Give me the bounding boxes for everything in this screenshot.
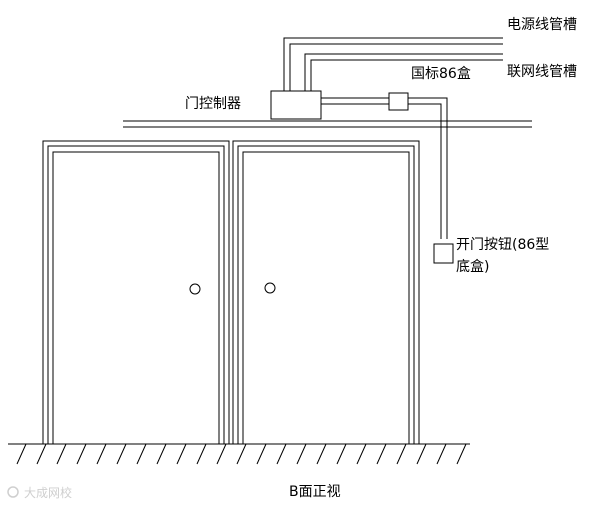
trunking-conduits: [283, 37, 503, 91]
power-trunking-label: 电源线管槽: [507, 17, 577, 33]
floor-hatch-stroke: [436, 443, 447, 465]
exit-button-box: [433, 243, 454, 264]
watermark-logo-icon: [7, 486, 19, 498]
door-controller-box: [270, 90, 322, 120]
floor-hatch-stroke: [56, 443, 67, 465]
floor-hatch-stroke: [216, 443, 227, 465]
door-knob-right: [264, 282, 276, 294]
controller-to-box-conduit: [321, 97, 389, 105]
door-frame-right: [232, 140, 420, 444]
door-knob-left: [189, 283, 201, 295]
watermark-text: 大成网校: [24, 485, 72, 500]
floor-hatch-stroke: [316, 443, 327, 465]
door-controller-label: 门控制器: [185, 96, 241, 112]
floor-hatch-stroke: [376, 443, 387, 465]
door-leaf-left: [52, 151, 220, 445]
door-frame-left: [42, 140, 230, 444]
floor-hatch-stroke: [96, 443, 107, 465]
floor-hatch-stroke: [276, 443, 287, 465]
floor-hatch-stroke: [236, 443, 247, 465]
box-86-label: 国标86盒: [411, 65, 471, 82]
floor-hatch-stroke: [76, 443, 87, 465]
floor-hatch-stroke: [456, 443, 467, 465]
watermark: 大成网校: [7, 485, 72, 500]
box-86: [388, 92, 409, 111]
exit-button-label-line1: 开门按钮(86型: [456, 237, 549, 253]
floor-hatch-stroke: [156, 443, 167, 465]
exit-button-label-line2: 底盒): [456, 258, 489, 275]
box-to-button-conduit: [408, 97, 448, 239]
floor-hatch-stroke: [416, 443, 427, 465]
floor-hatch-stroke: [356, 443, 367, 465]
floor-hatch-stroke: [116, 443, 127, 465]
floor-hatch-stroke: [16, 443, 27, 465]
floor-hatch-stroke: [396, 443, 407, 465]
floor-hatch-stroke: [296, 443, 307, 465]
ceiling-line: [123, 120, 532, 128]
network-trunking-label: 联网线管槽: [507, 64, 577, 80]
floor-hatching: [16, 443, 467, 465]
floor-hatch-stroke: [176, 443, 187, 465]
floor-hatch-stroke: [256, 443, 267, 465]
floor-hatch-stroke: [36, 443, 47, 465]
floor-hatch-stroke: [136, 443, 147, 465]
view-title: B面正视: [289, 484, 341, 500]
floor-hatch-stroke: [196, 443, 207, 465]
floor-hatch-stroke: [336, 443, 347, 465]
door-leaf-right: [242, 151, 410, 445]
